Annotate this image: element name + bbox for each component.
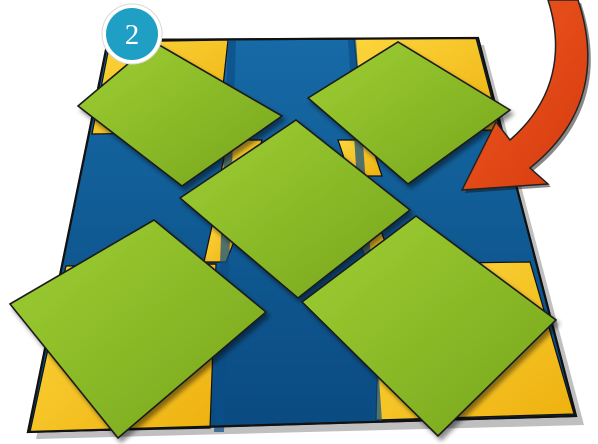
step-number: 2 <box>125 19 140 51</box>
step-number-badge: 2 <box>102 4 162 64</box>
